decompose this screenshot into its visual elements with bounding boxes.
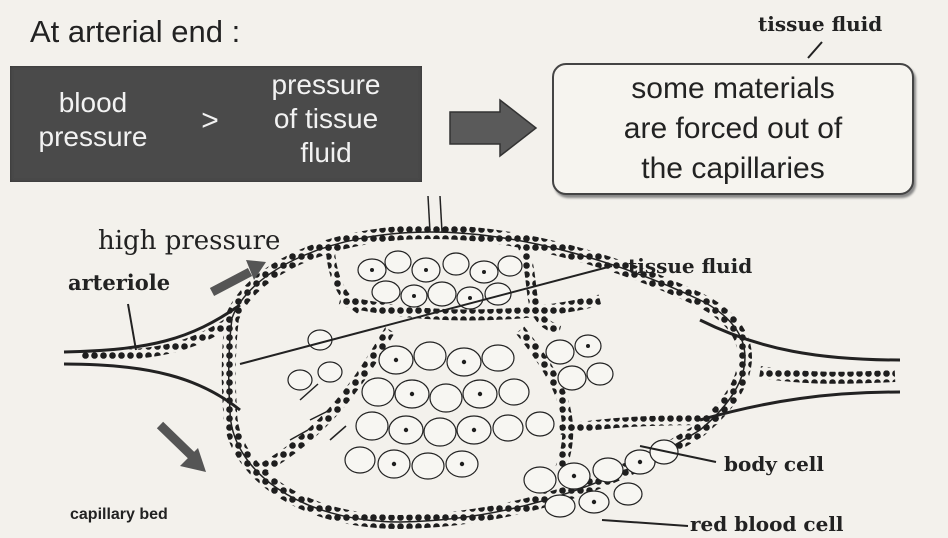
arteriole-vessel [64,305,240,410]
high-pressure-label: high pressure [98,226,280,256]
capillary-bed-label: capillary bed [70,506,168,524]
body-cell-label: body cell [724,452,824,476]
tissue-fluid-pointer [808,42,822,58]
capillary-bed-arrow-icon [160,425,206,472]
red-blood-cell-label: red blood cell [690,512,844,536]
block-arrow-icon [450,100,536,156]
arteriole-label: arteriole [68,270,170,295]
tissue-fluid-side-label: tissue fluid [628,254,752,278]
